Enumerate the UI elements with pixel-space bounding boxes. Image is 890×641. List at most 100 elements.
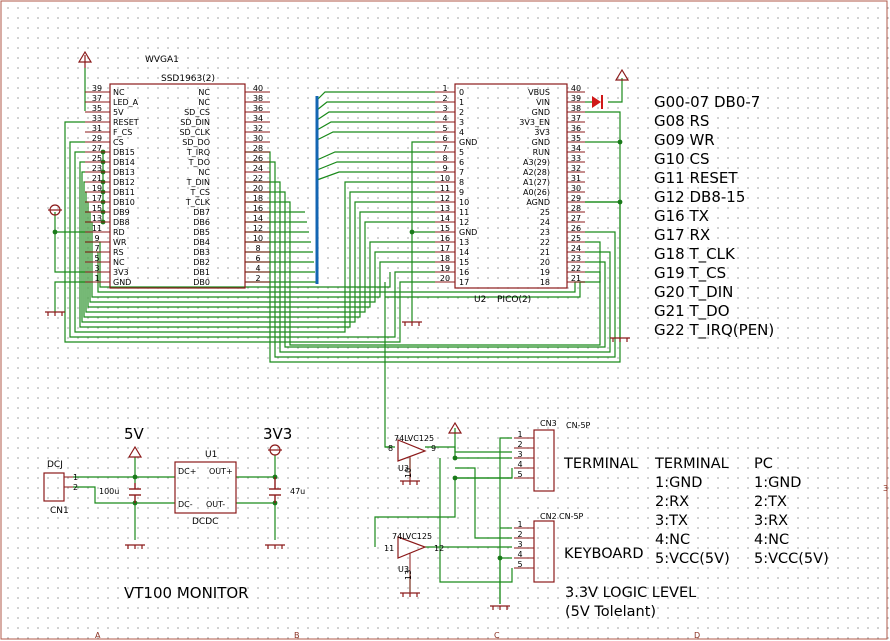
pico-right-pin-name: GND (532, 138, 550, 147)
pico-left-pin-number: 8 (442, 154, 447, 163)
lcd-left-pin-name: NC (113, 258, 125, 267)
pin-table-terminal-entry: 1:GND (655, 475, 702, 491)
wire-cs (69, 141, 435, 338)
pico-right-pin-number: 38 (571, 104, 581, 113)
wire-reset (64, 121, 435, 343)
wire-gnd-in (73, 486, 175, 504)
pico-right-pin-number: 23 (571, 254, 581, 263)
lcd-right-pin-name: DB4 (193, 238, 210, 247)
ground-symbols (45, 311, 630, 610)
lcd-left-pin-number: 25 (92, 154, 102, 163)
wire-pico-gnd-left (411, 141, 435, 322)
lcd-left-pin-number: 37 (92, 94, 102, 103)
cap1-value: 100u (99, 487, 119, 496)
buffer-top-pin-in: 8 (388, 444, 393, 453)
lcd-right-pin-name: DB1 (193, 268, 210, 277)
lcd-right-pin-number: 18 (253, 194, 263, 203)
pico-right-pin-number: 26 (571, 224, 581, 233)
lcd-left-pin-number: 7 (94, 244, 99, 253)
pico-right-pin-number: 33 (571, 154, 581, 163)
lcd-right-pin-number: 14 (253, 214, 263, 223)
buffer-top-ref: U3 (398, 464, 409, 473)
gpio-note: G09 WR (654, 131, 715, 149)
pin-table-terminal-entry: 3:TX (655, 513, 688, 529)
lcd-left-pin-number: 35 (92, 104, 102, 113)
lcd-left-pin-number: 21 (92, 174, 102, 183)
buffer-bottom-ref: U3 (398, 565, 409, 574)
pico-ref: U2 (474, 295, 486, 305)
lcd-right-pin-name: T_DO (188, 158, 210, 167)
lcd-right-pin-name: SD_CLK (179, 128, 210, 137)
pico-left-pin-number: 15 (440, 224, 450, 233)
pico-left-pin-name: 5 (459, 148, 464, 157)
lcd-right-pin-number: 12 (253, 224, 263, 233)
pico-right-pin-number: 30 (571, 184, 581, 193)
lcd-right-pin-number: 40 (253, 84, 263, 93)
pico-left-pin-name: 4 (459, 128, 464, 137)
dcdc-out-plus: OUT+ (209, 467, 233, 476)
pico-left-pin-number: 10 (440, 174, 450, 183)
pico-right-pin-number: 37 (571, 114, 581, 123)
power-arrow-buffer (447, 421, 463, 434)
pico-right-pin-name: 3V3_EN (519, 118, 550, 127)
dcdc-in-plus: DC+ (178, 467, 196, 476)
power-arrow-lcd (77, 50, 93, 68)
pico-right-pin-name: GND (532, 108, 550, 117)
pico-left-pin-name: 12 (459, 218, 469, 227)
gpio-note: G18 T_CLK (654, 245, 736, 264)
lcd-left-pin-number: 19 (92, 184, 102, 193)
terminal-pin-number: 1 (517, 430, 522, 439)
gpio-note: G19 T_CS (654, 264, 726, 283)
wire-t-din (245, 181, 611, 353)
pico-right-pin-name: 18 (540, 278, 550, 287)
wire-conn-gnd (499, 437, 512, 604)
pico-right-pin-number: 24 (571, 244, 581, 253)
terminal-pin-number: 2 (517, 440, 522, 449)
terminal-pin-number: 3 (517, 450, 522, 459)
pico-right-pin-number: 28 (571, 204, 581, 213)
keyboard-label: KEYBOARD (564, 546, 644, 562)
wire-g0 (316, 91, 435, 101)
pico-left-pin-number: 14 (440, 214, 450, 223)
pico-left-pin-name: 13 (459, 238, 469, 247)
power-symbols (45, 50, 630, 610)
pico-right-pin-name: A1(27) (523, 178, 550, 187)
lcd-left-pin-number: 17 (92, 194, 102, 203)
pico-right-pin-number: 25 (571, 234, 581, 243)
gpio-note: G16 TX (654, 207, 709, 225)
lcd-left-pin-number: 11 (92, 224, 102, 233)
lcd-left-pin-name: CS (113, 138, 124, 147)
border-letter-c: C (494, 631, 500, 640)
pico-left-pin-number: 6 (442, 134, 447, 143)
pin-table: TERMINAL PC 1:GND2:RX3:TX4:NC5:VCC(5V)1:… (654, 456, 829, 567)
pin-table-col1-header: TERMINAL (654, 456, 729, 472)
lcd-left-pin-number: 27 (92, 144, 102, 153)
dcdc-body (174, 461, 237, 514)
pico-left-pin-number: 17 (440, 244, 450, 253)
lcd-right-pin-number: 20 (253, 184, 263, 193)
lcd-left-pin-number: 15 (92, 204, 102, 213)
lcd-left-pin-number: 1 (94, 274, 99, 283)
gpio-note: G08 RS (654, 112, 709, 130)
pico-right-pin-number: 27 (571, 214, 581, 223)
pico-right-pin-number: 21 (571, 274, 581, 283)
lcd-left-pin-name: DB10 (113, 198, 135, 207)
lcd-left-pin-name: RD (113, 228, 125, 237)
logic-note-line-1: 3.3V LOGIC LEVEL (565, 585, 696, 601)
lcd-left-pin-number: 31 (92, 124, 102, 133)
pico-left-pin-number: 20 (440, 274, 450, 283)
cap-47u (269, 477, 281, 503)
lcd-right-pin-name: T_DIN (186, 178, 210, 187)
dcdc-out-minus: OUT- (206, 500, 225, 509)
pico-right-pin-name: 25 (540, 208, 550, 217)
pico-left-pin-number: 3 (442, 104, 447, 113)
gpio-note: G20 T_DIN (654, 283, 733, 302)
lcd-right-pin-number: 34 (253, 114, 263, 123)
lcd-right-pin-number: 2 (255, 274, 260, 283)
buffer-top-pin-out: 9 (431, 444, 436, 453)
pico-left-pin-number: 16 (440, 234, 450, 243)
pin-table-pc-entry: 3:RX (754, 513, 788, 529)
pico-left-pin-name: 11 (459, 208, 469, 217)
keyboard-pin-number: 1 (517, 520, 522, 529)
pin-table-col2-header: PC (754, 456, 773, 472)
